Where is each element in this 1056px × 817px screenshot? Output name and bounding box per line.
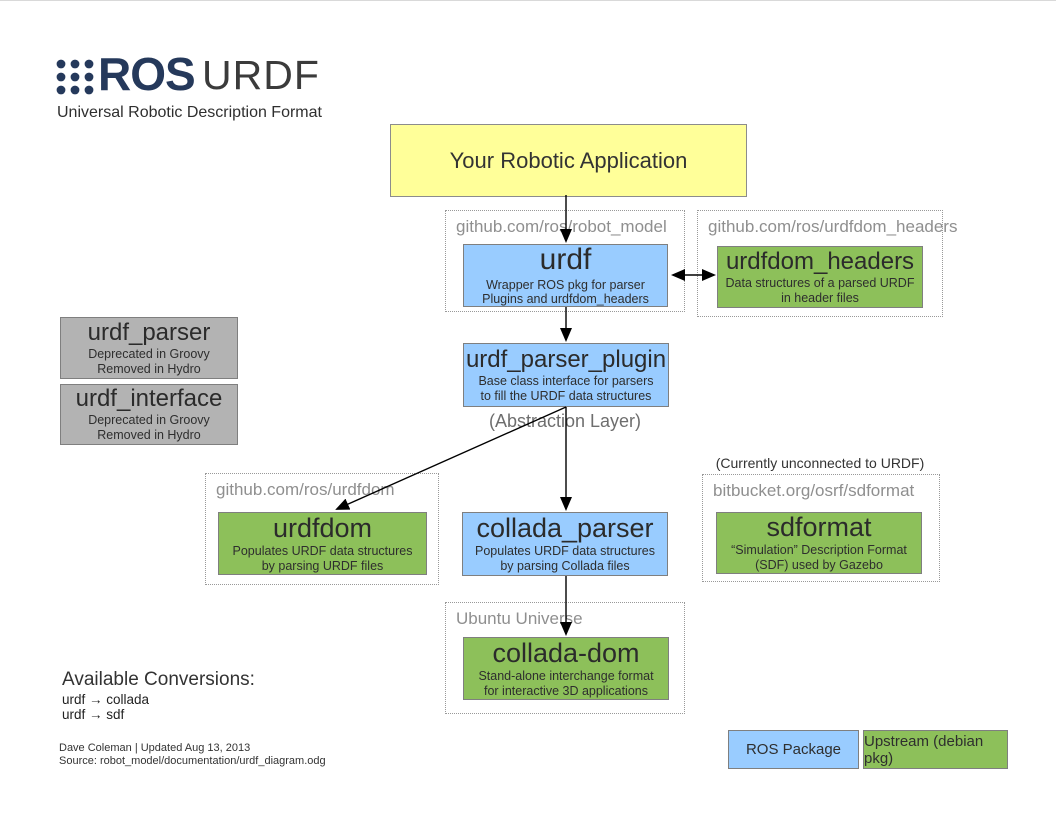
subtitle-line2: in header files	[781, 290, 859, 305]
conversion-urdf-collada: urdf → collada	[62, 692, 150, 707]
your-robotic-application-box: Your Robotic Application	[390, 124, 747, 197]
package-title-urdf-parser: urdf_parser	[87, 318, 211, 346]
package-box-urdf: urdf Wrapper ROS pkg for parser Plugins …	[463, 244, 668, 307]
group-sdformat-label: bitbucket.org/osrf/sdformat	[713, 481, 915, 500]
package-subtitle-urdf-interface: Deprecated in Groovy Removed in Hydro	[88, 413, 210, 443]
package-box-urdf-parser: urdf_parser Deprecated in Groovy Removed…	[60, 317, 238, 379]
subtitle-line2: to fill the URDF data structures	[480, 388, 652, 403]
subtitle-line2: Plugins and urdfdom_headers	[482, 292, 649, 307]
legend-ros-package: ROS Package	[728, 730, 859, 769]
package-box-sdformat: sdformat “Simulation” Description Format…	[716, 512, 922, 574]
package-subtitle-urdf: Wrapper ROS pkg for parser Plugins and u…	[482, 278, 649, 308]
subtitle-line1: Base class interface for parsers	[478, 373, 654, 388]
package-title-urdf: urdf	[539, 243, 592, 276]
subtitle-line2: for interactive 3D applications	[484, 683, 648, 698]
package-box-urdfdom-headers: urdfdom_headers Data structures of a par…	[717, 246, 923, 308]
subtitle-line1: Stand-alone interchange format	[478, 668, 654, 683]
package-subtitle-urdfdom-headers: Data structures of a parsed URDF in head…	[726, 276, 915, 306]
subtitle-line2: by parsing Collada files	[500, 559, 630, 574]
ros-logo-text: ROS	[98, 48, 196, 100]
package-subtitle-collada-dom: Stand-alone interchange format for inter…	[478, 669, 653, 699]
group-ubuntu-universe-label: Ubuntu Universe	[456, 609, 583, 628]
legend-upstream-label: Upstream (debian pkg)	[864, 732, 984, 767]
group-ubuntu-universe: Ubuntu Universe	[445, 602, 685, 714]
package-subtitle-collada-parser: Populates URDF data structures by parsin…	[475, 544, 655, 574]
page-title: URDF	[202, 52, 320, 98]
group-sdformat: bitbucket.org/osrf/sdformat	[702, 474, 940, 582]
subtitle-line2: (SDF) used by Gazebo	[755, 558, 883, 573]
package-box-urdfdom: urdfdom Populates URDF data structures b…	[218, 512, 427, 575]
package-subtitle-urdfdom: Populates URDF data structures by parsin…	[233, 544, 413, 574]
subtitle-line2: by parsing URDF files	[261, 558, 384, 573]
ros-logo-dots-icon	[56, 59, 94, 95]
package-title-collada-dom: collada-dom	[492, 637, 640, 668]
package-box-urdf-parser-plugin: urdf_parser_plugin Base class interface …	[463, 343, 669, 407]
package-box-collada-dom: collada-dom Stand-alone interchange form…	[463, 637, 669, 700]
author-credit: Dave Coleman | Updated Aug 13, 2013	[59, 742, 251, 754]
legend-upstream: Upstream (debian pkg)	[863, 730, 1008, 769]
package-title-urdf-interface: urdf_interface	[75, 385, 223, 413]
subtitle-line1: Wrapper ROS pkg for parser	[486, 277, 645, 292]
subtitle-line1: Data structures of a parsed URDF	[725, 275, 915, 290]
subtitle-line1: “Simulation” Description Format	[731, 543, 907, 558]
package-title-urdfdom: urdfdom	[272, 512, 373, 543]
legend-ros-package-label: ROS Package	[745, 741, 842, 758]
package-box-urdf-interface: urdf_interface Deprecated in Groovy Remo…	[60, 384, 238, 445]
page-subtitle: Universal Robotic Description Format	[57, 104, 322, 121]
group-urdfdom-headers-label: github.com/ros/urdfdom_headers	[708, 217, 958, 236]
group-urdfdom-label: github.com/ros/urdfdom	[216, 480, 395, 499]
subtitle-line2: Removed in Hydro	[97, 428, 201, 443]
abstraction-layer-note: (Abstraction Layer)	[488, 411, 642, 431]
subtitle-line1: Populates URDF data structures	[475, 544, 655, 559]
available-conversions-heading: Available Conversions:	[62, 669, 255, 690]
source-credit: Source: robot_model/documentation/urdf_d…	[59, 755, 326, 767]
package-subtitle-urdf-parser-plugin: Base class interface for parsers to fill…	[478, 374, 653, 404]
package-title-sdformat: sdformat	[766, 512, 872, 543]
package-title-urdfdom-headers: urdfdom_headers	[725, 247, 915, 275]
conversion-urdf-sdf: urdf → sdf	[62, 707, 125, 722]
subtitle-line1: Deprecated in Groovy	[88, 346, 210, 361]
subtitle-line1: Populates URDF data structures	[232, 543, 413, 558]
package-box-collada-parser: collada_parser Populates URDF data struc…	[462, 512, 668, 576]
package-title-urdf-parser-plugin: urdf_parser_plugin	[465, 345, 667, 373]
currently-unconnected-note: (Currently unconnected to URDF)	[715, 455, 925, 471]
subtitle-line2: Removed in Hydro	[97, 361, 201, 376]
package-subtitle-sdformat: “Simulation” Description Format (SDF) us…	[731, 543, 907, 573]
group-urdfdom-headers: github.com/ros/urdfdom_headers	[697, 210, 958, 317]
package-title-collada-parser: collada_parser	[476, 513, 654, 544]
group-robot-model-label: github.com/ros/robot_model	[456, 217, 667, 236]
package-subtitle-urdf-parser: Deprecated in Groovy Removed in Hydro	[88, 347, 210, 377]
subtitle-line1: Deprecated in Groovy	[88, 413, 210, 428]
group-robot-model: github.com/ros/robot_model	[445, 210, 685, 312]
your-robotic-application-label: Your Robotic Application	[449, 147, 688, 173]
